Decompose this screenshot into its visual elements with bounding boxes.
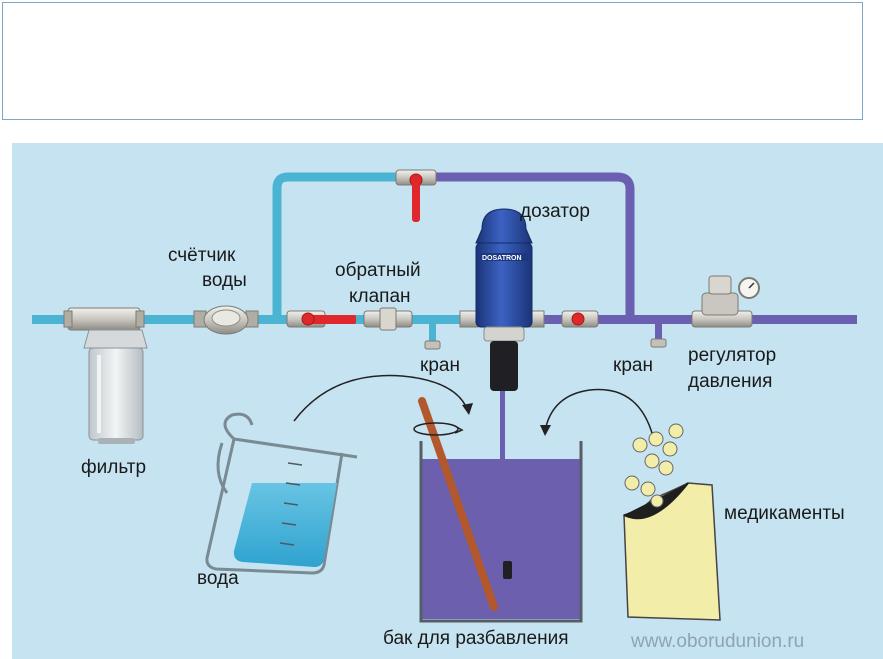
arrow-water-head	[462, 403, 473, 415]
label-dosator: дозатор	[520, 201, 590, 222]
watermark: www.oborudunion.ru	[630, 631, 804, 652]
label-tank: бак для разбавления	[383, 628, 568, 649]
tap-branch-left	[429, 319, 436, 346]
label-regulator-2: давления	[688, 371, 772, 392]
label-water: вода	[197, 568, 239, 589]
arrow-water-to-tank	[293, 374, 469, 422]
flow-arrows	[293, 374, 653, 436]
bypass-pipe-treated	[430, 172, 635, 319]
valve-main-right	[561, 310, 599, 328]
tap-branch-right	[655, 319, 662, 344]
label-tap-left: кран	[420, 355, 460, 376]
tap-left	[424, 340, 441, 350]
filter	[63, 307, 148, 444]
label-check-valve-2: клапан	[349, 286, 411, 307]
empty-header-box	[2, 2, 863, 120]
arrow-meds-head	[540, 425, 551, 436]
label-tap-right: кран	[613, 355, 653, 376]
valve-bypass	[395, 169, 437, 222]
label-meter-2: воды	[202, 270, 247, 291]
check-valve	[363, 307, 413, 331]
dosing-system-diagram: DOSATRON	[12, 143, 883, 659]
valve-main-left	[286, 310, 356, 328]
medication-bag	[623, 423, 721, 621]
label-check-valve-1: обратный	[335, 260, 421, 281]
tap-right	[650, 338, 667, 348]
measuring-jug	[205, 412, 358, 575]
labels: счётчик воды обратный клапан дозатор кра…	[81, 201, 845, 652]
bypass-pipe-water	[272, 172, 404, 319]
pressure-regulator	[691, 275, 760, 328]
label-meter-1: счётчик	[168, 245, 236, 266]
arrow-meds-to-tank	[544, 388, 653, 434]
label-filter: фильтр	[81, 457, 146, 478]
dilution-tank	[413, 397, 583, 623]
label-regulator-1: регулятор	[688, 345, 776, 366]
label-medications: медикаменты	[724, 503, 845, 524]
water-meter	[193, 305, 259, 335]
dosator-brand-label: DOSATRON	[482, 255, 522, 262]
